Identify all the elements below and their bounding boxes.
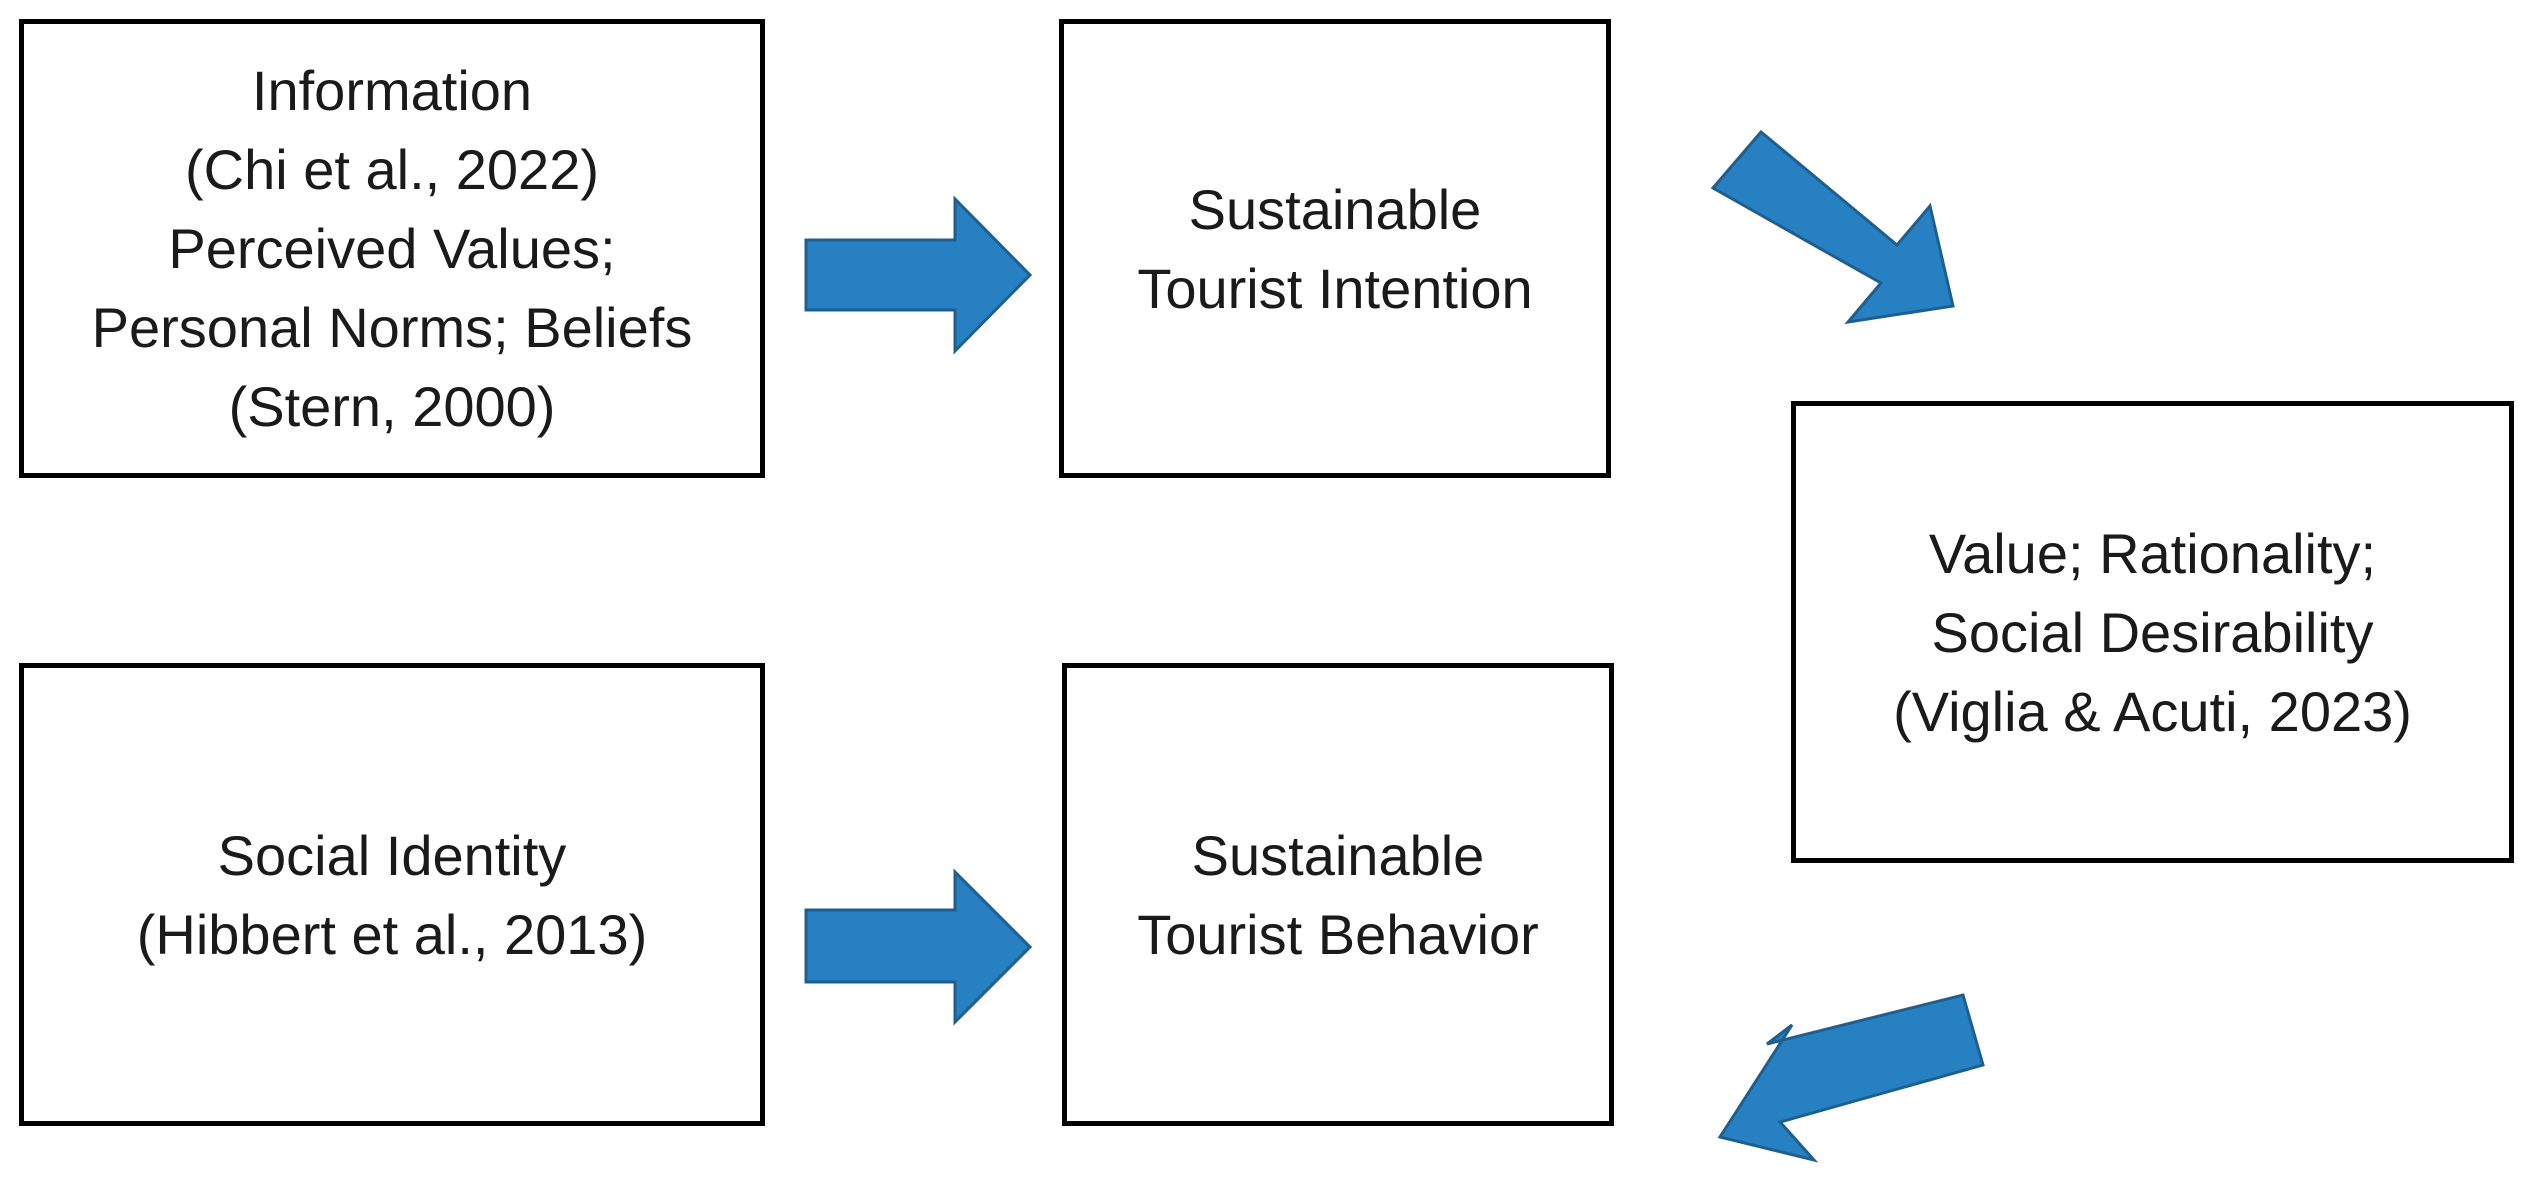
behavior-line-2: Tourist Behavior	[1137, 902, 1539, 966]
value-line-3: (Viglia & Acuti, 2023)	[1893, 679, 2412, 743]
information-line-1: Information	[251, 59, 533, 122]
sustainable-tourist-behavior-box: Sustainable Tourist Behavior	[1062, 663, 1614, 1126]
information-line-4: Personal Norms; Beliefs	[91, 296, 693, 359]
arrow-down-right-icon	[1710, 129, 1955, 325]
intention-line-2: Tourist Intention	[1137, 256, 1533, 320]
sustainable-tourist-intention-box: Sustainable Tourist Intention	[1059, 19, 1611, 478]
information-line-3: Perceived Values;	[168, 217, 616, 280]
behavior-line-1: Sustainable	[1191, 823, 1485, 887]
information-line-5: (Stern, 2000)	[228, 375, 556, 438]
identity-line-2: (Hibbert et al., 2013)	[136, 902, 648, 966]
information-line-2: (Chi et al., 2022)	[185, 138, 599, 201]
information-box: Information (Chi et al., 2022) Perceived…	[19, 19, 765, 478]
value-line-1: Value; Rationality;	[1928, 521, 2377, 585]
arrow-right-icon	[804, 195, 1033, 355]
social-identity-box: Social Identity (Hibbert et al., 2013)	[19, 663, 765, 1126]
arrow-right-icon	[804, 868, 1033, 1026]
value-rationality-box: Value; Rationality; Social Desirability …	[1791, 401, 2514, 863]
intention-line-1: Sustainable	[1188, 177, 1482, 241]
value-line-2: Social Desirability	[1931, 600, 2374, 664]
arrow-down-left-icon	[1717, 993, 1985, 1163]
identity-line-1: Social Identity	[217, 823, 567, 887]
